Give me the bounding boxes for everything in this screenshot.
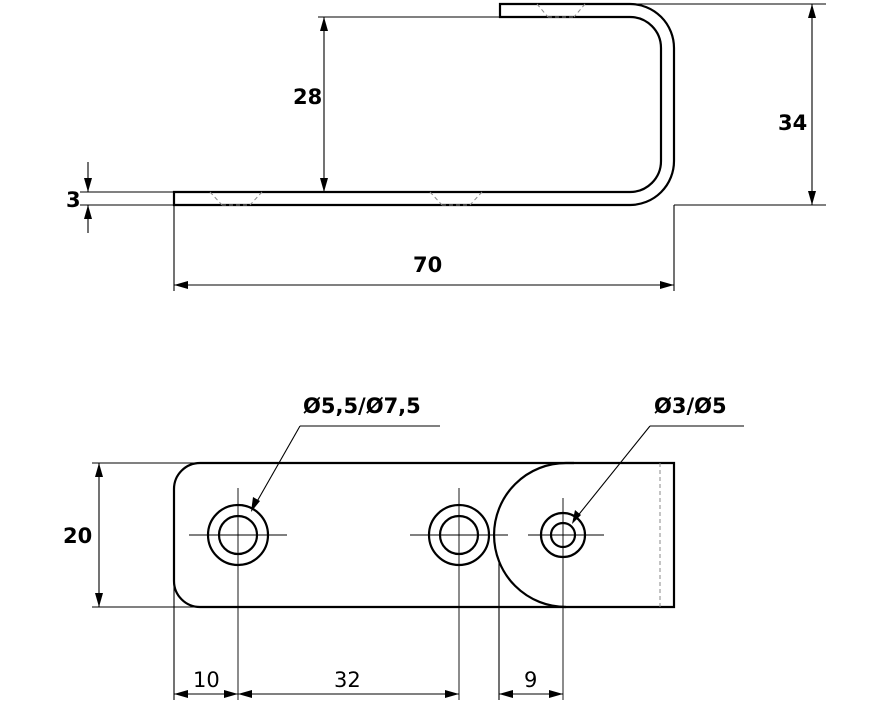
bend-arc xyxy=(492,461,574,609)
bracket-profile xyxy=(172,2,676,207)
callout-small-hole-label: Ø3/Ø5 xyxy=(654,394,727,418)
dimension-rise-label: 28 xyxy=(293,85,322,109)
callout-large-holes: Ø5,5/Ø7,5 xyxy=(251,394,440,512)
dimension-first-hole-label: 10 xyxy=(193,668,220,692)
side-view: 28 34 3 70 xyxy=(66,2,826,291)
dimension-thickness: 3 xyxy=(66,162,174,233)
dimension-end-hole-label: 9 xyxy=(524,668,537,692)
countersunk-hole-2 xyxy=(410,488,508,700)
dimension-width: 20 xyxy=(63,462,200,608)
countersink-hidden-lines xyxy=(209,3,586,206)
dimension-first-hole: 10 xyxy=(174,668,238,698)
dimension-thickness-label: 3 xyxy=(66,188,81,212)
dimension-height: 34 xyxy=(630,3,826,206)
dimension-end-hole: 9 xyxy=(499,668,563,698)
dimension-width-label: 20 xyxy=(63,524,92,548)
plan-view: Ø5,5/Ø7,5 Ø3/Ø5 20 10 xyxy=(63,394,744,700)
dimension-rise: 28 xyxy=(293,16,500,192)
dimension-hole-spacing-label: 32 xyxy=(334,668,361,692)
dimension-height-label: 34 xyxy=(778,111,807,135)
callout-large-holes-label: Ø5,5/Ø7,5 xyxy=(303,394,421,418)
dimension-length: 70 xyxy=(173,205,675,291)
countersunk-hole-1 xyxy=(189,488,287,700)
dimension-length-label: 70 xyxy=(413,253,442,277)
small-hole xyxy=(528,498,604,700)
callout-small-hole: Ø3/Ø5 xyxy=(572,394,744,524)
dimension-hole-spacing: 32 xyxy=(238,668,459,698)
